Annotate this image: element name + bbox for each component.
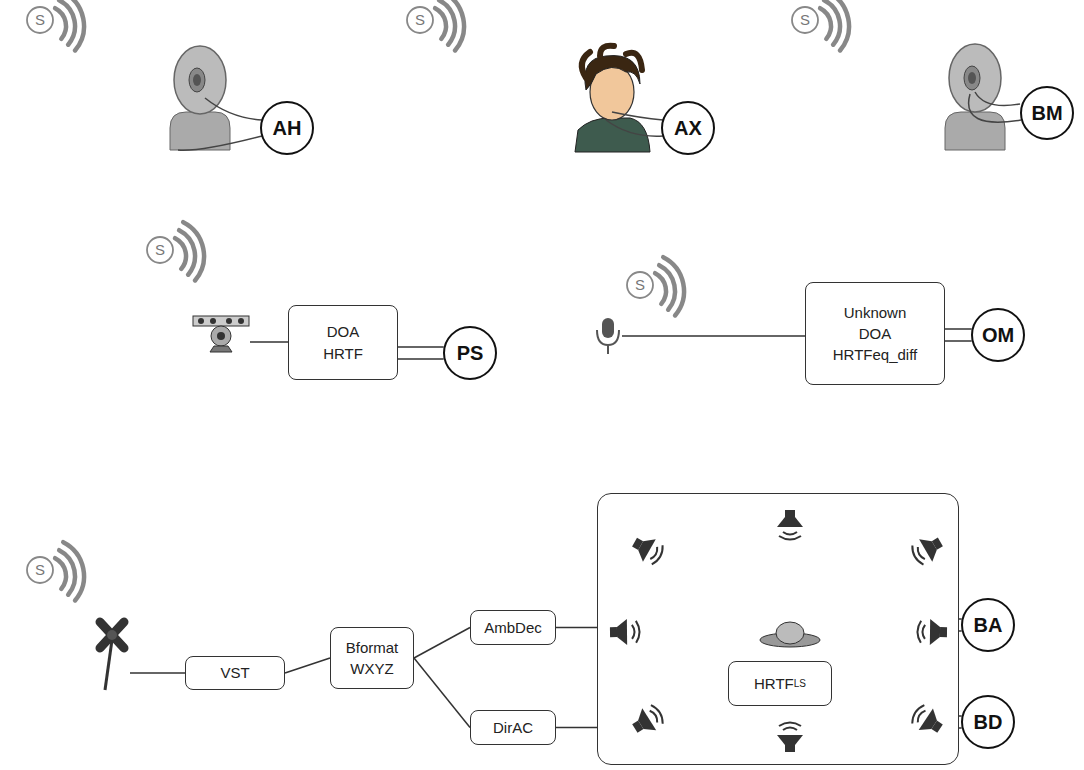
connector bbox=[945, 329, 972, 341]
sound-wave bbox=[439, 0, 455, 45]
condition-circle: BD bbox=[961, 695, 1015, 749]
node-text: AmbDec bbox=[484, 619, 542, 636]
condition-circle: BA bbox=[961, 598, 1015, 652]
node-text: DirAC bbox=[493, 719, 533, 736]
source-label: S bbox=[408, 11, 432, 29]
node-text: WXYZ bbox=[350, 660, 393, 677]
sound-wave bbox=[659, 265, 675, 310]
connector bbox=[414, 628, 470, 659]
condition-circle: AH bbox=[260, 101, 314, 155]
node-text: DOA bbox=[327, 323, 360, 340]
source-symbol bbox=[27, 7, 53, 33]
microphone bbox=[597, 318, 805, 354]
dummy-head bbox=[170, 46, 262, 150]
source-symbol bbox=[627, 272, 653, 298]
connector bbox=[285, 658, 330, 673]
process-box: AmbDec bbox=[470, 610, 556, 645]
loudspeaker bbox=[610, 510, 947, 752]
condition-circle: AX bbox=[661, 101, 715, 155]
dummy-head bbox=[945, 44, 1021, 150]
node-text: Bformat bbox=[346, 639, 399, 656]
sound-wave bbox=[655, 273, 666, 304]
process-box: DOA HRTF bbox=[288, 305, 398, 380]
sound-wave bbox=[63, 542, 84, 600]
microphone-array bbox=[193, 316, 288, 352]
connector bbox=[398, 347, 444, 359]
connector bbox=[414, 658, 470, 728]
condition-circle: OM bbox=[971, 308, 1025, 362]
source-symbol bbox=[407, 7, 433, 33]
node-text: BM bbox=[1031, 102, 1062, 125]
source-label: S bbox=[28, 561, 52, 579]
connector bbox=[556, 627, 597, 628]
sound-wave bbox=[55, 8, 66, 39]
process-box: BformatWXYZ bbox=[330, 627, 414, 689]
node-text: DOA bbox=[859, 325, 892, 342]
loudspeaker-array-box: HRTFLS bbox=[597, 493, 959, 765]
source-label: S bbox=[628, 276, 652, 294]
source-symbol bbox=[27, 557, 53, 583]
process-box: UnknownDOA HRTFeq_diff bbox=[805, 282, 945, 385]
node-text: HRTF bbox=[323, 345, 363, 362]
condition-circle: PS bbox=[443, 326, 497, 380]
sound-wave bbox=[183, 222, 204, 280]
node-text: HRTFeq_diff bbox=[833, 346, 918, 363]
node-text: BD bbox=[974, 711, 1003, 734]
listener-head bbox=[760, 622, 820, 647]
sound-wave bbox=[59, 550, 75, 595]
node-text: Unknown bbox=[844, 304, 907, 321]
sound-wave bbox=[663, 257, 684, 315]
sound-wave bbox=[63, 0, 84, 50]
node-text: AX bbox=[674, 117, 702, 140]
node-text: HRTF bbox=[754, 675, 794, 692]
listener-head bbox=[575, 46, 663, 152]
node-text: PS bbox=[457, 342, 484, 365]
node-text: OM bbox=[982, 324, 1014, 347]
condition-circle: BM bbox=[1020, 86, 1074, 140]
node-text: BA bbox=[974, 614, 1003, 637]
sound-wave bbox=[435, 8, 446, 39]
sound-wave bbox=[175, 238, 186, 269]
sound-wave bbox=[55, 558, 66, 589]
node-text: VST bbox=[220, 664, 249, 681]
source-symbol bbox=[147, 237, 173, 263]
source-label: S bbox=[28, 11, 52, 29]
node-text: LS bbox=[794, 678, 806, 690]
sound-wave bbox=[443, 0, 464, 50]
source-label: S bbox=[148, 241, 172, 259]
process-box: DirAC bbox=[470, 710, 556, 745]
connector bbox=[556, 727, 597, 728]
source-symbol bbox=[792, 7, 818, 33]
source-label: S bbox=[793, 11, 817, 29]
sound-wave bbox=[179, 230, 195, 275]
soundfield-microphone bbox=[100, 622, 185, 690]
sound-wave bbox=[820, 8, 831, 39]
sound-wave bbox=[824, 0, 840, 45]
sound-wave bbox=[59, 0, 75, 45]
process-box: VST bbox=[185, 656, 285, 690]
node-text: AH bbox=[273, 117, 302, 140]
process-box: HRTFLS bbox=[728, 661, 832, 706]
sound-wave bbox=[828, 0, 849, 50]
